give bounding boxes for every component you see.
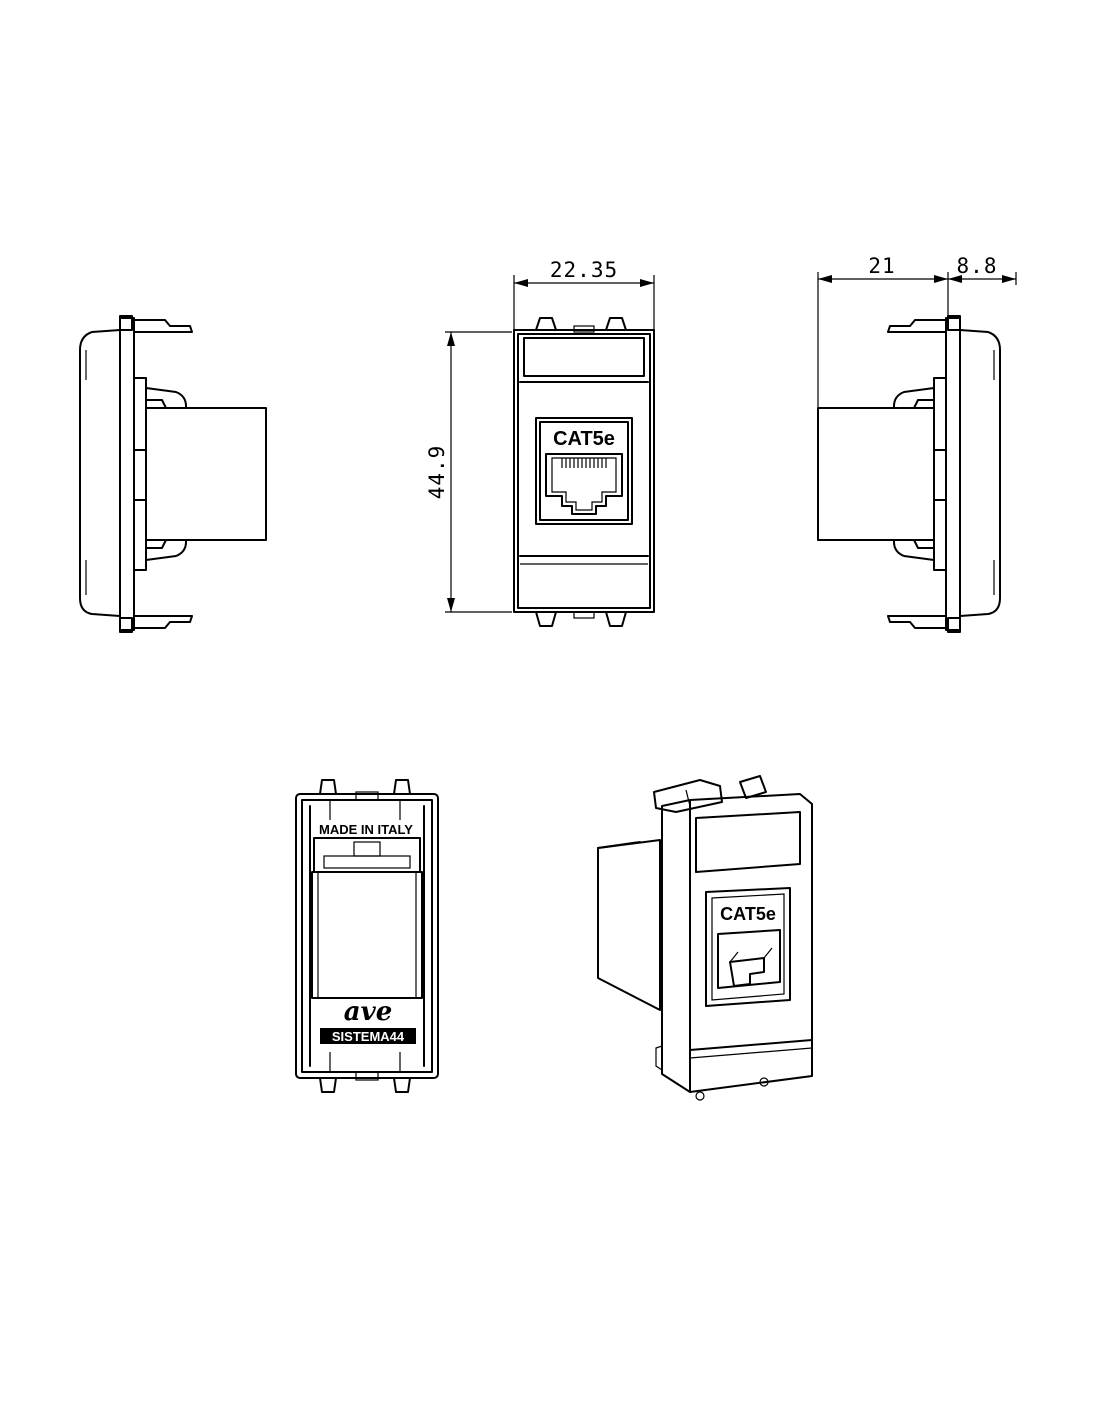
- dimension-height-label: 44.9: [425, 445, 449, 500]
- right-side-view: 21 8.8: [817, 254, 1017, 633]
- dimension-depth-label: 21: [868, 254, 895, 278]
- left-side-view: [79, 315, 267, 633]
- front-category-label: CAT5e: [553, 428, 615, 450]
- isometric-view: CAT5e: [597, 775, 813, 1101]
- dimension-width: 22.35: [513, 258, 655, 330]
- rear-origin-label: MADE IN ITALY: [319, 822, 413, 837]
- iso-category-label: CAT5e: [720, 904, 776, 924]
- front-view: 22.35 44.9 CAT5e: [425, 258, 655, 627]
- dimension-depth: 21 8.8: [817, 254, 1017, 408]
- dimension-width-label: 22.35: [550, 258, 618, 282]
- rear-view: MADE IN ITALY ave SISTEMA44: [295, 779, 439, 1093]
- dimension-front-depth-label: 8.8: [957, 254, 998, 278]
- rear-brand-logo: ave: [344, 997, 393, 1027]
- dimension-height: 44.9: [425, 331, 512, 613]
- rear-series-label: SISTEMA44: [332, 1029, 405, 1044]
